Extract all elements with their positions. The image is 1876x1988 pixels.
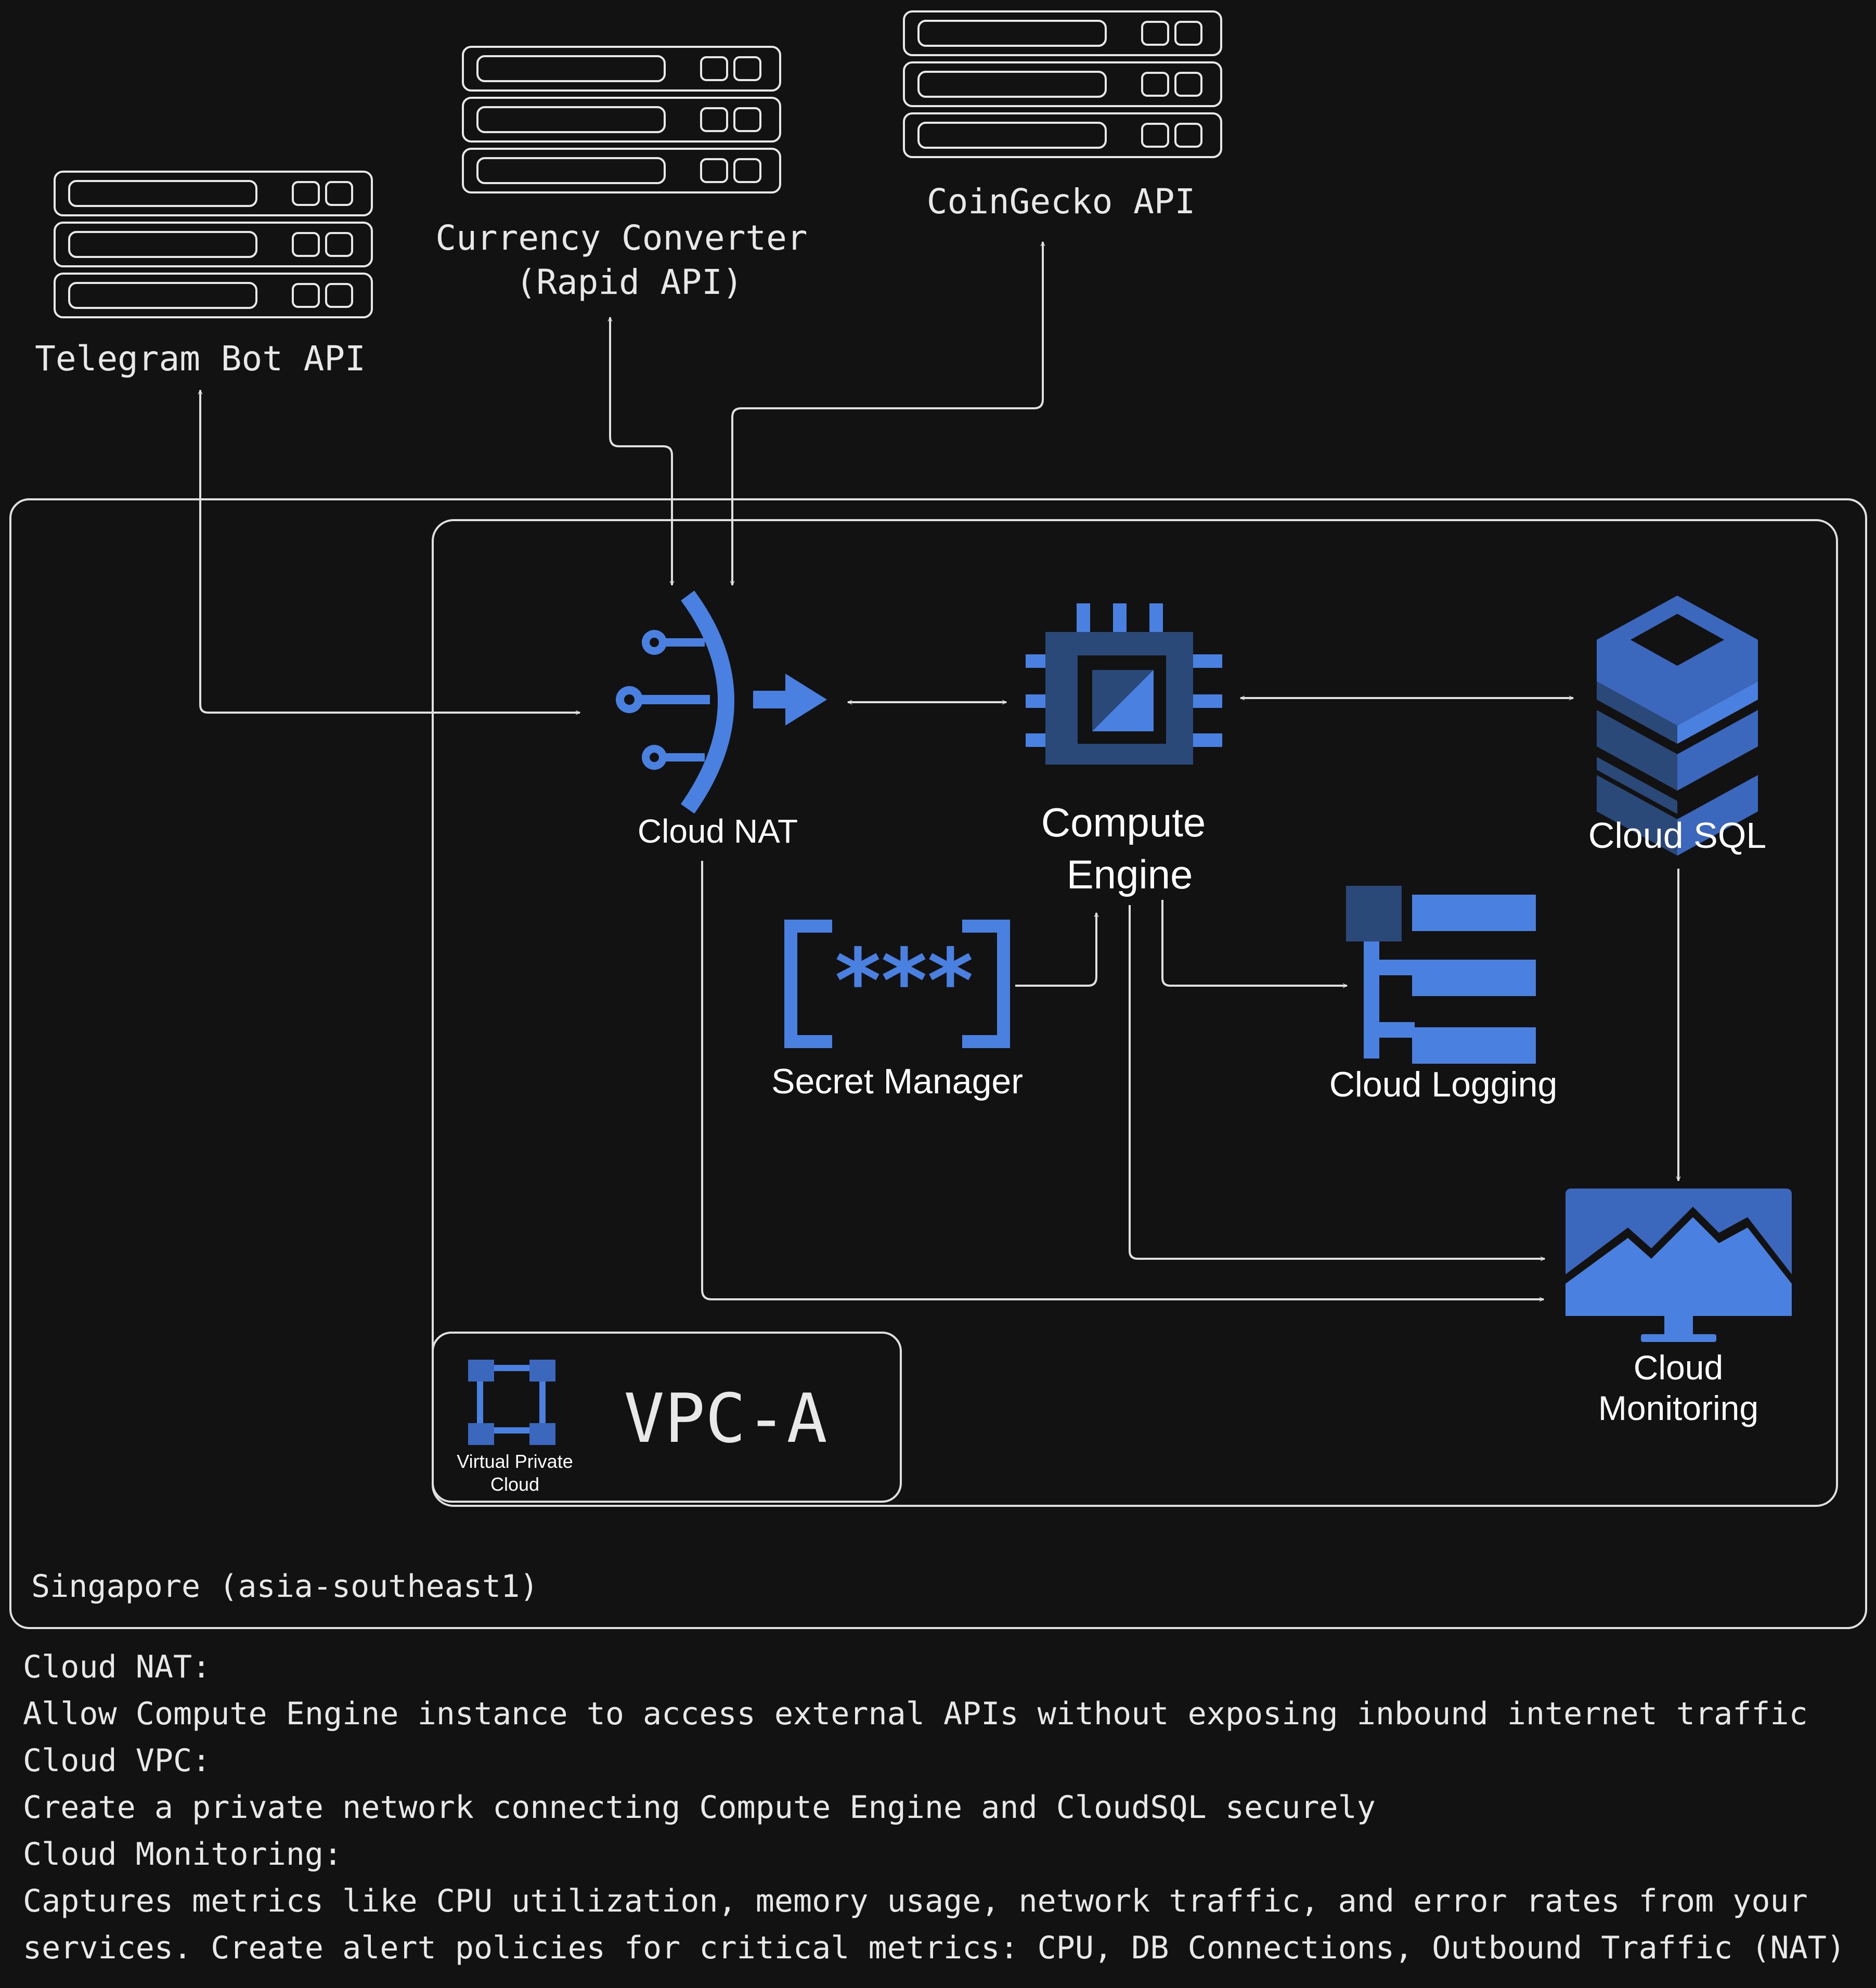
nat-monitoring-connector — [701, 861, 1544, 1299]
note-monitoring-desc: Captures metrics like CPU utilization, m… — [23, 1883, 1845, 1966]
vpc-icon-label-line2: Cloud — [490, 1474, 539, 1495]
coingecko-server-icon — [903, 10, 1222, 158]
cloud-monitoring-label-line2: Monitoring — [1598, 1389, 1758, 1427]
telegram-nat-connector — [200, 390, 580, 713]
vpc-icon — [468, 1360, 555, 1445]
cloud-logging-label: Cloud Logging — [1329, 1065, 1558, 1104]
coingecko-label: CoinGecko API — [927, 182, 1196, 222]
telegram-server-icon — [54, 171, 373, 318]
compute-engine-label-line1: Compute — [1041, 799, 1206, 845]
currency-server-icon — [462, 46, 781, 193]
vpc-label-box — [432, 1332, 902, 1503]
note-vpc-desc: Create a private network connecting Comp… — [23, 1789, 1376, 1826]
secret-manager-icon: *** — [784, 920, 1010, 1048]
vpc-icon-label-line1: Virtual Private — [457, 1451, 573, 1472]
currency-label-line2: (Rapid API) — [515, 262, 743, 302]
cloud-sql-label: Cloud SQL — [1588, 815, 1766, 856]
secret-manager-label: Secret Manager — [771, 1062, 1023, 1101]
cloud-logging-icon — [1346, 886, 1536, 1064]
telegram-label: Telegram Bot API — [35, 339, 366, 379]
vpc-frame — [432, 519, 1838, 1507]
compute-engine-label-line2: Engine — [1067, 851, 1193, 897]
note-nat-desc: Allow Compute Engine instance to access … — [23, 1696, 1808, 1732]
note-monitoring-title: Cloud Monitoring: — [23, 1836, 343, 1873]
cloud-sql-icon — [1597, 596, 1758, 856]
secret-compute-connector — [1015, 913, 1096, 987]
vpc-name: VPC-A — [624, 1379, 827, 1458]
note-vpc-title: Cloud VPC: — [23, 1742, 211, 1779]
notes-panel: Cloud NAT: Allow Compute Engine instance… — [23, 1644, 1854, 1971]
region-label: Singapore (asia-southeast1) — [31, 1568, 538, 1605]
compute-engine-icon — [1026, 603, 1222, 765]
currency-label-line1: Currency Converter — [435, 218, 807, 258]
cloud-monitoring-label-line1: Cloud — [1634, 1348, 1723, 1387]
coingecko-nat-connector — [732, 242, 1043, 585]
cloud-monitoring-icon — [1566, 1189, 1792, 1342]
cloud-nat-label: Cloud NAT — [638, 812, 798, 850]
currency-nat-connector — [610, 317, 672, 585]
svg-text:***: *** — [835, 930, 974, 1033]
cloud-nat-icon — [616, 590, 827, 814]
compute-logging-connector — [1161, 900, 1347, 986]
note-nat-title: Cloud NAT: — [23, 1649, 211, 1685]
compute-monitoring-connector — [1129, 905, 1545, 1259]
